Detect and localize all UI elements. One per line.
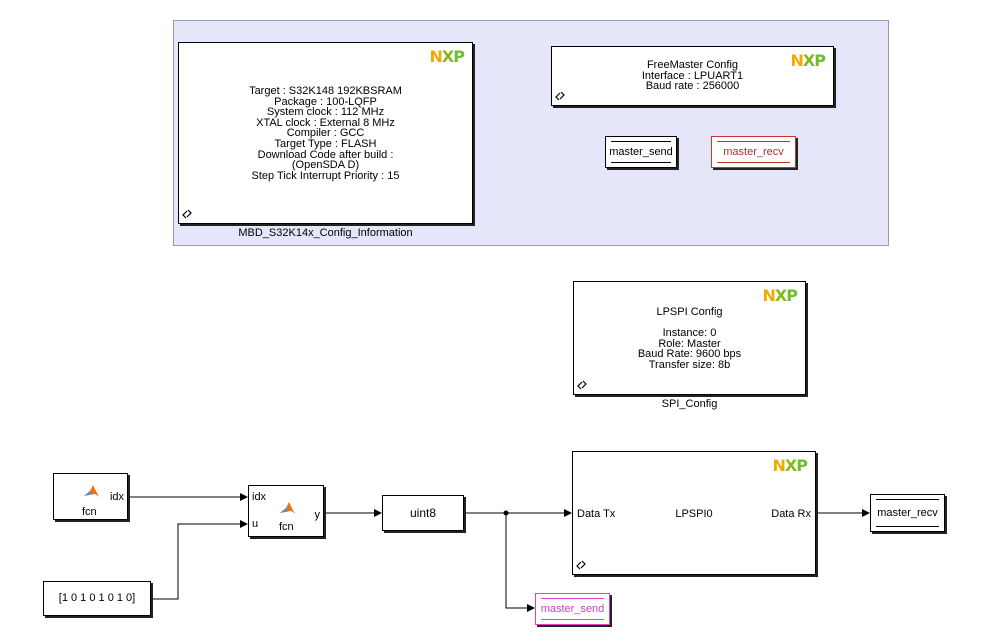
- link-icon: [182, 209, 192, 219]
- matlab-icon: [280, 502, 296, 514]
- spi-line: Baud Rate: 9600 bps: [637, 348, 742, 361]
- matlab-icon: [84, 485, 100, 497]
- info-line: Package : 100-LQFP: [274, 95, 377, 108]
- fcn-label: fcn: [82, 506, 97, 518]
- port-out-idx: idx: [109, 491, 124, 503]
- constant-block[interactable]: [1 0 1 0 1 0 1 0]: [43, 581, 151, 616]
- freemaster-line: Interface : LPUART1: [641, 69, 744, 82]
- data-type-conversion-block[interactable]: uint8: [382, 495, 464, 531]
- tag-label: master_send: [540, 603, 605, 615]
- fcn-label: fcn: [279, 521, 294, 533]
- config-information-name: MBD_S32K14x_Config_Information: [238, 227, 413, 239]
- port-out-data-rx: Data Rx: [771, 508, 811, 520]
- port-out-y: y: [314, 509, 321, 521]
- config-information-text: Target : S32K148 192KBSRAM Package : 100…: [179, 86, 472, 181]
- lpspi-label: LPSPI0: [675, 508, 713, 520]
- freemaster-line: FreeMaster Config: [646, 59, 739, 71]
- spi-line: Instance: 0: [662, 327, 717, 340]
- spi-line: LPSPI Config: [656, 306, 723, 318]
- nxp-logo-icon: NXP: [790, 51, 826, 70]
- info-line: Target Type : FLASH: [274, 137, 377, 150]
- tag-label: master_recv: [723, 146, 784, 158]
- port-in-u: u: [252, 518, 259, 530]
- from-master-recv-tag[interactable]: master_recv: [711, 136, 796, 168]
- freemaster-config-text: FreeMaster Config Interface : LPUART1 Ba…: [552, 60, 833, 92]
- config-information-block[interactable]: NXP Target : S32K148 192KBSRAM Package :…: [178, 42, 473, 224]
- info-line: (OpenSDA D): [291, 159, 360, 172]
- nxp-logo-icon: NXP: [772, 456, 808, 475]
- info-line: Download Code after build :: [257, 148, 394, 161]
- spi-line: Transfer size: 8b: [648, 358, 731, 371]
- goto-master-send-tag[interactable]: master_send: [605, 136, 677, 168]
- link-icon: [576, 560, 586, 570]
- spi-line: Role: Master: [658, 337, 721, 350]
- port-in-idx: idx: [252, 491, 267, 503]
- port-in-data-tx: Data Tx: [577, 508, 616, 520]
- goto-master-recv-tag[interactable]: master_recv: [870, 494, 945, 532]
- spi-config-name: SPI_Config: [661, 398, 718, 410]
- convert-label: uint8: [409, 506, 437, 520]
- info-line: System clock : 112 MHz: [266, 106, 385, 119]
- info-line: Step Tick Interrupt Priority : 15: [251, 169, 400, 182]
- nxp-logo-icon: NXP: [429, 47, 465, 66]
- spi-config-block[interactable]: NXP LPSPI Config Instance: 0 Role: Maste…: [573, 281, 806, 395]
- matlab-function-block-2[interactable]: idx u fcn y: [248, 485, 324, 537]
- freemaster-line: Baud rate : 256000: [645, 80, 740, 93]
- matlab-function-block-1[interactable]: fcn idx: [53, 473, 128, 520]
- wire-const: [151, 520, 248, 600]
- wire-branch: [505, 513, 535, 612]
- info-line: Compiler : GCC: [286, 127, 365, 140]
- lpspi0-block[interactable]: NXP Data Tx LPSPI0 Data Rx: [572, 451, 816, 575]
- nxp-logo-icon: NXP: [762, 286, 798, 305]
- info-line: Target : S32K148 192KBSRAM: [249, 85, 402, 97]
- info-line: XTAL clock : External 8 MHz: [256, 116, 395, 129]
- tag-label: master_recv: [877, 507, 938, 519]
- freemaster-config-block[interactable]: NXP FreeMaster Config Interface : LPUART…: [551, 46, 834, 106]
- tag-label: master_send: [609, 146, 673, 158]
- constant-value: [1 0 1 0 1 0 1 0]: [58, 592, 136, 604]
- link-icon: [577, 380, 587, 390]
- link-icon: [555, 91, 565, 101]
- spi-config-text: LPSPI Config Instance: 0 Role: Master Ba…: [574, 307, 805, 371]
- goto-master-send-tag-magenta[interactable]: master_send: [535, 593, 610, 625]
- branch-point: [503, 510, 509, 516]
